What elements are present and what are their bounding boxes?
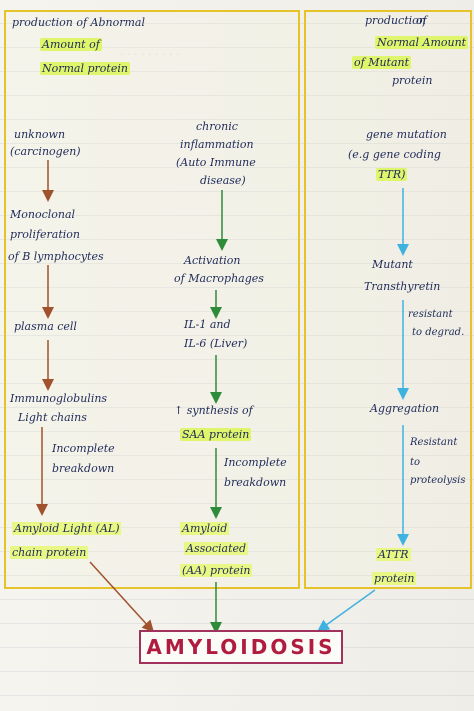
c3-step1-note-line1: resistant <box>408 309 453 320</box>
c3-step2-note-line3: proteolysis <box>410 475 466 486</box>
c1-cause-line1: unknown <box>14 128 66 141</box>
c2-step3-note-line1: Incomplete <box>224 456 287 469</box>
c3-cause-line2: (e.g gene coding <box>348 148 441 161</box>
c1-step1-line2: proliferation <box>10 228 81 241</box>
c2-step3-line2: SAA protein <box>180 428 252 441</box>
left-heading-line1: production of Abnormal <box>12 16 145 29</box>
c3-result-line1: ATTR <box>376 548 411 561</box>
c1-cause-line2: (carcinogen) <box>10 145 81 158</box>
c1-step3-note-line2: breakdown <box>52 462 115 475</box>
c2-cause-line1: chronic <box>196 120 238 133</box>
c3-step2-note-line2: to <box>410 457 421 468</box>
c3-cause-line1: gene mutation <box>366 128 447 141</box>
c2-cause-line3: (Auto Immune <box>176 156 256 169</box>
c2-step1-line1: Activation <box>184 254 241 267</box>
c2-result-line2: Associated <box>184 542 249 555</box>
c1-step3-note-line1: Incomplete <box>52 442 115 455</box>
left-box <box>4 10 300 589</box>
c1-step1-line3: of B lymphocytes <box>8 250 104 263</box>
right-heading-line4: of Mutant <box>352 56 412 69</box>
c2-step3-line1: ↑ synthesis of <box>174 404 253 417</box>
outcome-label: AMYLOIDOSIS <box>146 635 336 659</box>
c2-step1-line2: of Macrophages <box>174 272 264 285</box>
bleed-through-text: . . . . . . . . . <box>120 45 180 58</box>
c3-step1-line2: Transthyretin <box>364 280 441 293</box>
c3-step2-note-line1: Resistant <box>410 437 458 448</box>
arrow-c3-out <box>317 589 376 632</box>
c3-step1-note-line2: to degrad. <box>412 327 465 338</box>
c1-result-line2: chain protein <box>10 546 89 559</box>
c2-step3-note-line2: breakdown <box>224 476 287 489</box>
c3-step1-line1: Mutant <box>372 258 413 271</box>
left-heading-line3: Normal protein <box>40 62 130 75</box>
c1-step3-line2: Light chains <box>18 411 87 424</box>
c2-step2-line2: IL-6 (Liver) <box>184 337 248 350</box>
right-heading-line2: of <box>416 14 427 27</box>
c1-step2: plasma cell <box>14 320 77 333</box>
left-heading-line2: Amount of <box>40 38 102 51</box>
right-box <box>304 10 472 589</box>
c3-result-line2: protein <box>372 572 417 585</box>
c1-step3-line1: Immunoglobulins <box>10 392 108 405</box>
right-heading-line5: protein <box>392 74 433 87</box>
arrow-c1-out <box>89 561 155 633</box>
c2-cause-line2: inflammation <box>180 138 254 151</box>
c2-cause-line4: disease) <box>200 174 246 187</box>
c3-step2: Aggregation <box>370 402 440 415</box>
right-heading-line3: Normal Amount <box>375 36 469 49</box>
c2-result-line1: Amyloid <box>180 522 230 535</box>
c2-step2-line1: IL-1 and <box>184 318 231 331</box>
right-heading-line1: production <box>365 14 426 27</box>
c2-result-line3: (AA) protein <box>180 564 253 577</box>
c1-result-line1: Amyloid Light (AL) <box>12 522 122 535</box>
outcome-box: AMYLOIDOSIS <box>139 630 343 664</box>
c3-cause-line3: TTR) <box>376 168 408 181</box>
c1-step1-line1: Monoclonal <box>10 208 76 221</box>
